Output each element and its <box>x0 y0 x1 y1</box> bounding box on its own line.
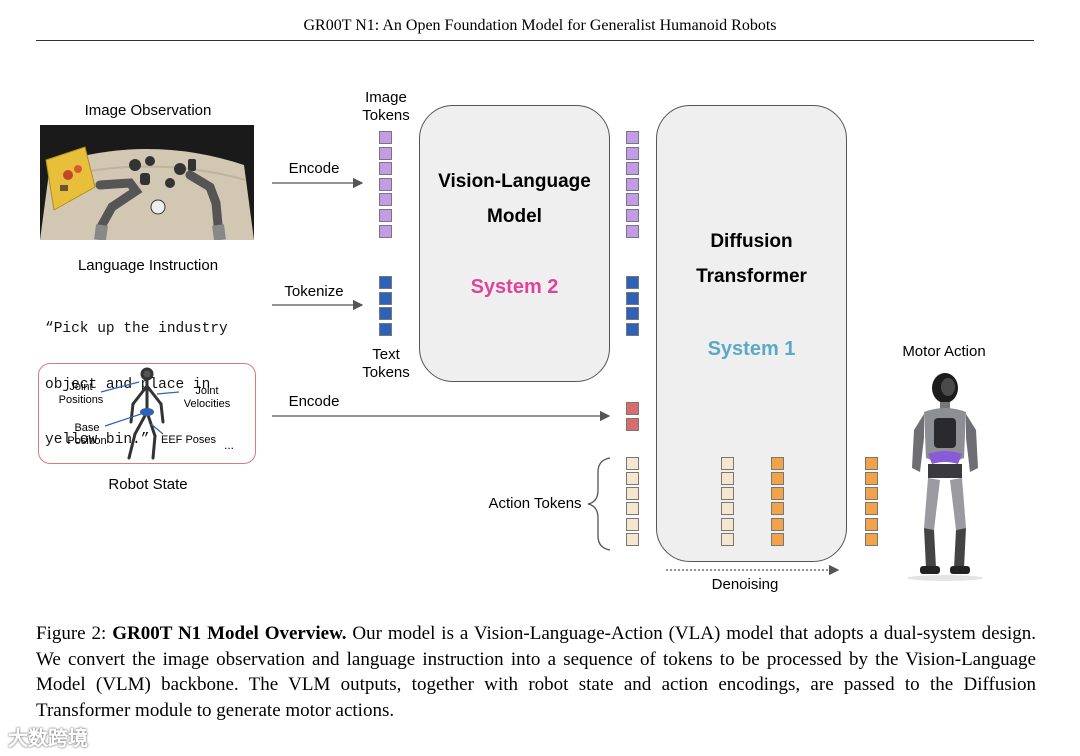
action-token-column-mid <box>771 457 785 549</box>
paper-header: GR00T N1: An Open Foundation Model for G… <box>303 17 777 34</box>
token <box>626 502 639 515</box>
token <box>379 178 392 191</box>
token <box>626 307 639 320</box>
ellipsis-label: ... <box>224 438 235 452</box>
text-token-column-in <box>379 276 393 338</box>
watermark-logo: 大数跨境 <box>8 728 88 750</box>
token <box>771 502 784 515</box>
robot-skeleton-icon <box>100 367 180 460</box>
instruction-line-2: object and place in <box>45 376 211 393</box>
token <box>626 487 639 500</box>
token <box>626 276 639 289</box>
image-observation-label: Image Observation <box>84 102 212 119</box>
system-2-label: System 2 <box>470 276 559 298</box>
token <box>771 457 784 470</box>
token <box>865 457 878 470</box>
action-token-column-out <box>865 457 879 549</box>
token <box>721 502 734 515</box>
token <box>379 292 392 305</box>
token <box>721 518 734 531</box>
token <box>626 131 639 144</box>
token <box>626 457 639 470</box>
header-rule <box>36 40 1034 41</box>
eef-poses-label: EEF Poses <box>161 434 217 446</box>
token <box>379 225 392 238</box>
state-token-column <box>626 402 640 433</box>
joint-velocities-label: Joint Velocities <box>183 385 231 410</box>
language-instruction-label: Language Instruction <box>77 257 219 274</box>
base-position-label: Base Position <box>67 422 107 447</box>
flow-arrows <box>272 177 840 576</box>
token <box>379 162 392 175</box>
dit-box: Diffusion Transformer System 1 <box>656 105 847 562</box>
vlm-box: Vision-Language Model System 2 <box>419 105 610 382</box>
action-token-column-in <box>626 457 640 549</box>
token <box>771 487 784 500</box>
token <box>721 533 734 546</box>
token <box>865 487 878 500</box>
token <box>771 472 784 485</box>
token <box>865 518 878 531</box>
instruction-line-1: “Pick up the industry <box>45 321 228 337</box>
action-tokens-brace <box>587 457 611 551</box>
token <box>721 472 734 485</box>
token <box>626 292 639 305</box>
token <box>626 402 639 415</box>
motor-action-label: Motor Action <box>902 343 986 360</box>
token <box>721 487 734 500</box>
token <box>721 457 734 470</box>
instruction-line-3: yellow bin.” <box>45 432 150 448</box>
token <box>626 225 639 238</box>
system-1-label: System 1 <box>707 338 796 360</box>
image-observation-photo <box>40 125 254 241</box>
denoising-label: Denoising <box>711 576 779 593</box>
robot-state-box: Joint Positions Joint Velocities Base Po… <box>38 363 256 464</box>
token <box>626 533 639 546</box>
caption-prefix: Figure 2: <box>36 623 113 644</box>
joint-positions-label: Joint Positions <box>58 381 104 406</box>
token <box>626 162 639 175</box>
token <box>771 533 784 546</box>
token <box>626 323 639 336</box>
text-token-column-out <box>626 276 640 338</box>
token <box>379 193 392 206</box>
token <box>626 518 639 531</box>
figure-caption: Figure 2: GR00T N1 Model Overview. Our m… <box>36 621 1036 723</box>
encode-state-label: Encode <box>288 393 340 410</box>
image-token-column-in <box>379 131 393 239</box>
token <box>379 147 392 160</box>
token <box>379 323 392 336</box>
token <box>626 472 639 485</box>
caption-bold-title: GR00T N1 Model Overview. <box>112 623 347 644</box>
image-token-column-out <box>626 131 640 239</box>
token <box>379 209 392 222</box>
token <box>626 209 639 222</box>
token <box>379 307 392 320</box>
token <box>626 193 639 206</box>
encode-image-label: Encode <box>288 160 340 177</box>
token <box>626 178 639 191</box>
vlm-title: Vision-Language Model <box>438 171 591 227</box>
token <box>379 131 392 144</box>
dit-title: Diffusion Transformer <box>696 231 807 287</box>
token <box>379 276 392 289</box>
token <box>771 518 784 531</box>
humanoid-robot-image <box>907 373 983 581</box>
caption-body: Our model is a Vision-Language-Action (V… <box>36 623 1036 721</box>
instruction-text: “Pick up the industry object and place i… <box>45 283 228 468</box>
token <box>626 147 639 160</box>
token <box>865 502 878 515</box>
action-tokens-label: Action Tokens <box>488 495 582 512</box>
text-tokens-label: Text Tokens <box>362 346 410 381</box>
tokenize-label: Tokenize <box>284 283 344 300</box>
token <box>865 533 878 546</box>
action-token-column-light <box>721 457 735 549</box>
token <box>626 418 639 431</box>
token <box>865 472 878 485</box>
image-tokens-label: Image Tokens <box>362 89 410 124</box>
robot-state-label: Robot State <box>108 476 188 493</box>
